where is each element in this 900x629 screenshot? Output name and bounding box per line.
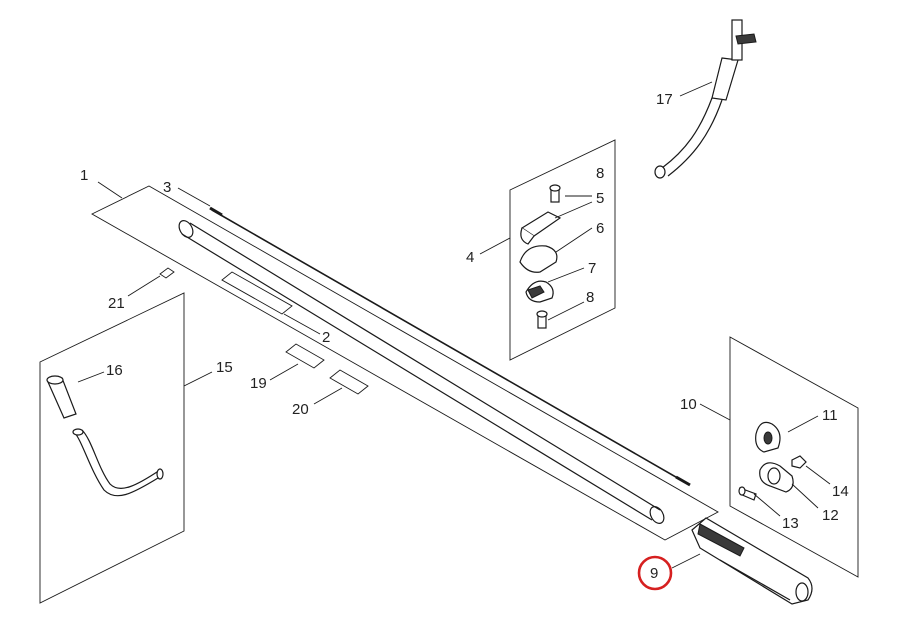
callout-19: 19 — [250, 375, 267, 392]
main-shaft-panel — [91, 185, 719, 541]
hanger-panel — [729, 336, 859, 578]
throttle-cable — [654, 19, 757, 179]
gear-case-part — [691, 517, 813, 605]
callout-1: 1 — [80, 167, 88, 184]
callout-17: 17 — [656, 91, 673, 108]
callout-5: 5 — [596, 190, 604, 207]
callout-13: 13 — [782, 515, 799, 532]
callout-10: 10 — [680, 396, 697, 413]
callout-8-bottom: 8 — [586, 289, 594, 306]
callout-11: 11 — [822, 407, 838, 424]
callout-20: 20 — [292, 401, 309, 418]
callout-3: 3 — [163, 179, 171, 196]
callout-21: 21 — [108, 295, 125, 312]
callout-16: 16 — [106, 362, 123, 379]
callout-12: 12 — [822, 507, 839, 524]
callout-9: 9 — [650, 565, 658, 582]
callout-labels: 1 2 3 4 5 6 7 8 8 9 10 11 12 13 14 15 16… — [80, 91, 849, 582]
callout-14: 14 — [832, 483, 849, 500]
callout-15: 15 — [216, 359, 233, 376]
leader-lines — [77, 81, 831, 569]
handle-panel — [39, 292, 185, 604]
callout-7: 7 — [588, 260, 596, 277]
highlight-ring — [637, 555, 673, 591]
clamp-panel — [509, 139, 616, 361]
callout-8-top: 8 — [596, 165, 604, 182]
callout-2: 2 — [322, 329, 330, 346]
callout-6: 6 — [596, 220, 604, 237]
callout-4: 4 — [466, 249, 474, 266]
